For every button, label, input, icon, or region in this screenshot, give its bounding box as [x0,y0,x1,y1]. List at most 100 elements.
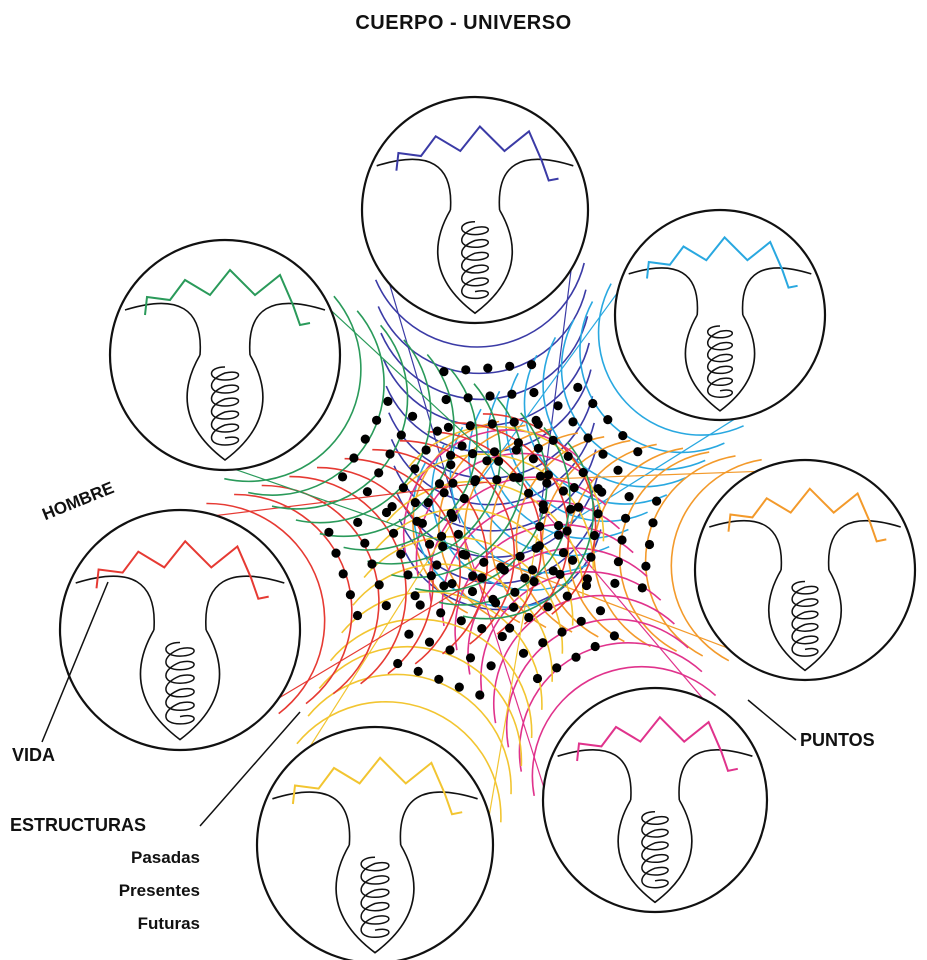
point-dot [498,632,507,641]
point-dot [374,468,383,477]
point-dot [468,587,477,596]
label-presentes: Presentes [0,881,200,901]
circle-right [695,460,915,680]
point-dot [468,571,477,580]
label-pasadas: Pasadas [0,848,200,868]
point-dot [577,617,586,626]
point-dot [542,479,551,488]
point-dot [454,530,463,539]
point-dot [349,453,358,462]
point-dot [621,514,630,523]
label-estructuras: ESTRUCTURAS [10,815,146,836]
circle-left [60,510,300,750]
point-dot [535,541,544,550]
label-puntos: PUNTOS [800,730,875,751]
point-dot [625,492,634,501]
human-circle-outline [110,240,340,470]
point-dot [570,483,579,492]
point-dot [588,399,597,408]
page-title: CUERPO - UNIVERSO [0,12,927,35]
point-dot [440,488,449,497]
point-dot [434,675,443,684]
point-dot [416,600,425,609]
point-dot [488,595,497,604]
point-dot [460,494,469,503]
point-dot [590,531,599,540]
point-dot [559,548,568,557]
point-dot [338,472,347,481]
point-dot [383,397,392,406]
point-dot [435,479,444,488]
point-dot [535,522,544,531]
point-dot [603,415,612,424]
point-dot [507,390,516,399]
point-dot [461,551,470,560]
point-dot [446,460,455,469]
point-dot [399,483,408,492]
point-dot [444,423,453,432]
point-dot [466,653,475,662]
point-dot [618,431,627,440]
point-dot [638,583,647,592]
point-dot [557,627,566,636]
point-dot [447,579,456,588]
point-dot [591,642,600,651]
point-dot [375,580,384,589]
point-dot [439,581,448,590]
point-dot [534,420,543,429]
point-dot [436,608,445,617]
point-dot [408,412,417,421]
human-circle-outline [615,210,825,420]
point-dot [410,464,419,473]
point-dot [509,473,518,482]
point-dot [598,450,607,459]
point-dot [475,690,484,699]
point-dot [488,419,497,428]
point-dot [361,435,370,444]
point-dot [331,549,340,558]
circle-bottom [257,727,493,960]
point-dot [516,552,525,561]
point-dot [404,630,413,639]
point-dot [529,454,538,463]
point-dot [494,457,503,466]
point-dot [539,500,548,509]
point-dot [439,367,448,376]
point-dot [411,591,420,600]
point-dot [652,497,661,506]
point-dot [471,475,480,484]
point-dot [573,383,582,392]
point-dot [396,550,405,559]
circle-upper-left [110,240,340,470]
point-dot [464,393,473,402]
point-dot [553,401,562,410]
point-dot [533,674,542,683]
point-dot [466,421,475,430]
point-dot [360,539,369,548]
point-dot [597,488,606,497]
point-dot [645,540,654,549]
point-dot [614,557,623,566]
point-dot [458,441,467,450]
point-dot [510,588,519,597]
point-dot [324,528,333,537]
point-dot [520,573,529,582]
point-dot [393,659,402,668]
human-circle-outline [60,510,300,750]
point-dot [425,540,434,549]
point-dot [442,395,451,404]
point-dot [490,447,499,456]
point-dot [514,438,523,447]
label-futuras: Futuras [0,914,200,934]
point-dot [433,427,442,436]
point-dot [448,479,457,488]
point-dot [579,468,588,477]
puntos-leader-line [748,700,796,740]
point-dot [524,613,533,622]
point-dot [571,653,580,662]
point-dot [422,445,431,454]
point-dot [500,566,509,575]
point-dot [482,456,491,465]
point-dot [610,631,619,640]
point-dot [617,535,626,544]
